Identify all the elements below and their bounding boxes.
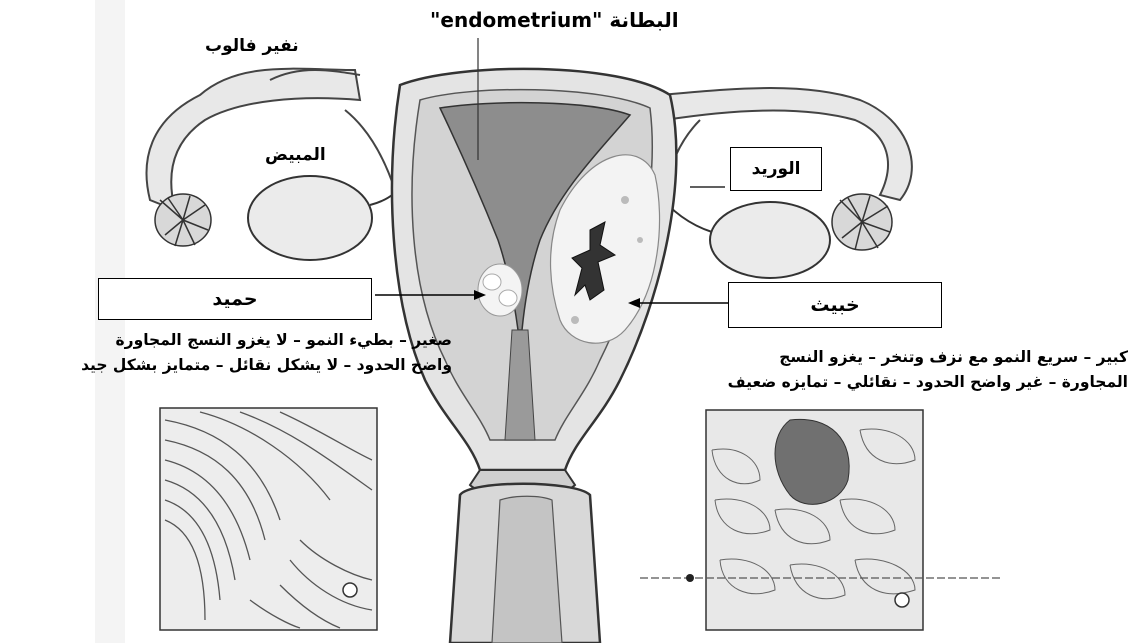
benign-title-box: حميد — [98, 278, 372, 320]
scan-edge-shade — [95, 0, 125, 643]
malignant-description-line1: كبير – سريع النمو مع نزف وتنخر – يغزو ال… — [640, 345, 1128, 370]
malignant-title-box: خبيث — [728, 282, 942, 328]
benign-description-line2: واضح الحدود – لا يشكل نقائل – متمايز بشك… — [12, 353, 452, 378]
malignant-histology-panel — [640, 410, 1000, 630]
malignant-title: خبيث — [810, 294, 859, 316]
vein-label-box: الوريد — [730, 147, 822, 191]
fallopian-tube-label: نفير فالوب — [205, 36, 299, 56]
right-ovary — [710, 202, 830, 278]
left-vessel — [345, 110, 395, 190]
benign-title: حميد — [212, 288, 257, 310]
malignant-description: كبير – سريع النمو مع نزف وتنخر – يغزو ال… — [640, 345, 1128, 395]
benign-description-line1: صغير – بطيء النمو – لا يغزو النسج المجاو… — [12, 328, 452, 353]
left-fimbria — [155, 194, 211, 246]
benign-histology-panel — [160, 408, 377, 630]
benign-description: صغير – بطيء النمو – لا يغزو النسج المجاو… — [12, 328, 452, 378]
right-fimbria — [832, 194, 892, 250]
vaginal-canal — [492, 496, 562, 643]
endometrium-label: البطانة "endometrium" — [430, 8, 679, 32]
vein-label: الوريد — [752, 159, 801, 179]
benign-tumor — [478, 264, 522, 316]
malignant-description-line2: المجاورة – غير واضح الحدود – نقائلي – تم… — [640, 370, 1128, 395]
ovary-label: المبيض — [265, 145, 326, 165]
left-ovary — [248, 176, 372, 260]
